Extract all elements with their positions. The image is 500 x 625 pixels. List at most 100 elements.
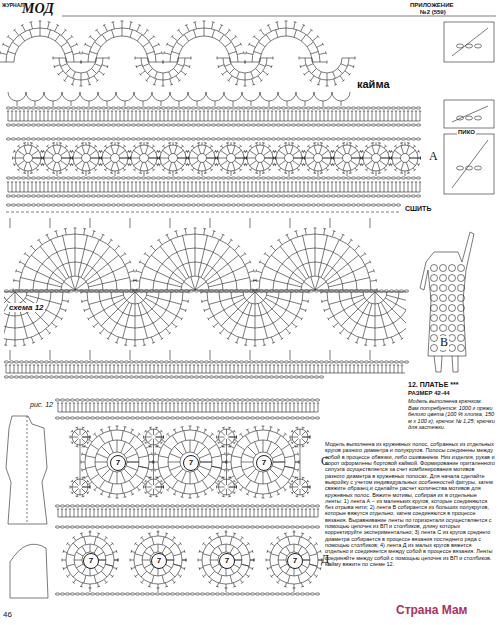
stitch xyxy=(113,22,115,29)
stitch xyxy=(80,182,81,192)
stitch xyxy=(349,172,352,174)
chain-stitch xyxy=(91,107,95,109)
stitch xyxy=(147,182,149,183)
stitch xyxy=(47,111,49,112)
stitch xyxy=(28,111,29,121)
stitch xyxy=(307,150,314,155)
stitch xyxy=(187,150,188,153)
stitch xyxy=(33,158,42,159)
stitch xyxy=(289,171,290,176)
stitch xyxy=(407,172,410,174)
stitch xyxy=(395,182,397,183)
stitch xyxy=(250,168,252,170)
stitch xyxy=(65,169,67,171)
chain-stitch xyxy=(296,138,300,140)
stitch xyxy=(70,158,73,159)
stitch xyxy=(412,111,413,121)
stitch xyxy=(216,111,217,121)
stitch xyxy=(332,111,333,121)
stitch xyxy=(193,30,195,38)
stitch xyxy=(401,162,404,170)
chain-stitch xyxy=(271,138,275,140)
chain-stitch xyxy=(61,204,65,206)
stitch xyxy=(139,182,141,183)
chain-stitch xyxy=(291,177,295,179)
stitch xyxy=(184,228,187,229)
stitch xyxy=(264,150,271,155)
chain-stitch xyxy=(181,204,185,206)
stitch-ring xyxy=(227,154,236,163)
chain-stitch xyxy=(201,107,205,109)
stitch xyxy=(217,151,219,152)
stitch xyxy=(118,245,120,247)
stitch xyxy=(158,150,159,153)
stitch xyxy=(13,29,15,31)
stitch xyxy=(54,65,60,67)
stitch xyxy=(81,172,84,174)
stitch xyxy=(347,111,349,112)
stitch xyxy=(155,182,157,183)
stitch xyxy=(160,111,161,121)
chain-stitch xyxy=(46,195,50,197)
stitch xyxy=(319,162,322,170)
stitch xyxy=(144,142,145,145)
stitch xyxy=(125,262,130,265)
stitch xyxy=(280,182,281,192)
stitch xyxy=(336,182,337,192)
stitch xyxy=(20,278,61,287)
stitch xyxy=(360,111,361,121)
stitch xyxy=(351,111,353,112)
chain-stitch xyxy=(101,124,105,126)
chain-stitch xyxy=(351,124,355,126)
stitch xyxy=(198,171,200,173)
stitch xyxy=(79,111,81,112)
chain-stitch xyxy=(391,204,395,206)
stitch xyxy=(51,182,53,183)
stitch xyxy=(328,111,329,121)
stitch xyxy=(297,146,299,148)
stitch xyxy=(264,161,271,166)
stitch xyxy=(307,161,314,166)
stitch xyxy=(278,161,285,166)
stitch xyxy=(322,150,329,155)
chain-stitch xyxy=(106,177,110,179)
stitch xyxy=(263,111,265,112)
stitch xyxy=(214,151,216,152)
stitch xyxy=(363,111,365,112)
stitch xyxy=(8,36,13,40)
stitch xyxy=(29,21,32,23)
stitch xyxy=(349,171,351,173)
chain-stitch xyxy=(71,177,75,179)
stitch xyxy=(235,44,241,47)
stitch xyxy=(124,182,125,192)
chain-stitch xyxy=(46,124,50,126)
stitch xyxy=(144,171,145,176)
chain-stitch xyxy=(371,195,375,197)
stitch xyxy=(267,111,269,112)
chain-stitch xyxy=(356,177,360,179)
stitch xyxy=(368,111,369,121)
stitch-ring xyxy=(392,145,418,171)
stitch xyxy=(20,111,21,121)
stitch-arc xyxy=(96,36,148,62)
stitch xyxy=(203,111,205,112)
stitch xyxy=(148,150,155,155)
stitch xyxy=(128,271,134,273)
stitch xyxy=(14,164,16,165)
stitch xyxy=(283,111,285,112)
stitch-ring xyxy=(305,145,331,171)
stitch xyxy=(220,24,223,25)
stitch xyxy=(92,111,93,121)
stitch xyxy=(272,151,274,152)
stitch xyxy=(175,143,177,145)
stitch xyxy=(275,182,277,183)
chain-stitch xyxy=(116,124,120,126)
chain-stitch xyxy=(46,107,50,109)
chain-stitch xyxy=(361,124,365,126)
stitch xyxy=(185,151,187,152)
chain-stitch xyxy=(321,204,325,206)
chain-stitch xyxy=(191,195,195,197)
chain-stitch xyxy=(51,138,55,140)
stitch-arc xyxy=(305,58,349,80)
stitch xyxy=(146,172,149,174)
